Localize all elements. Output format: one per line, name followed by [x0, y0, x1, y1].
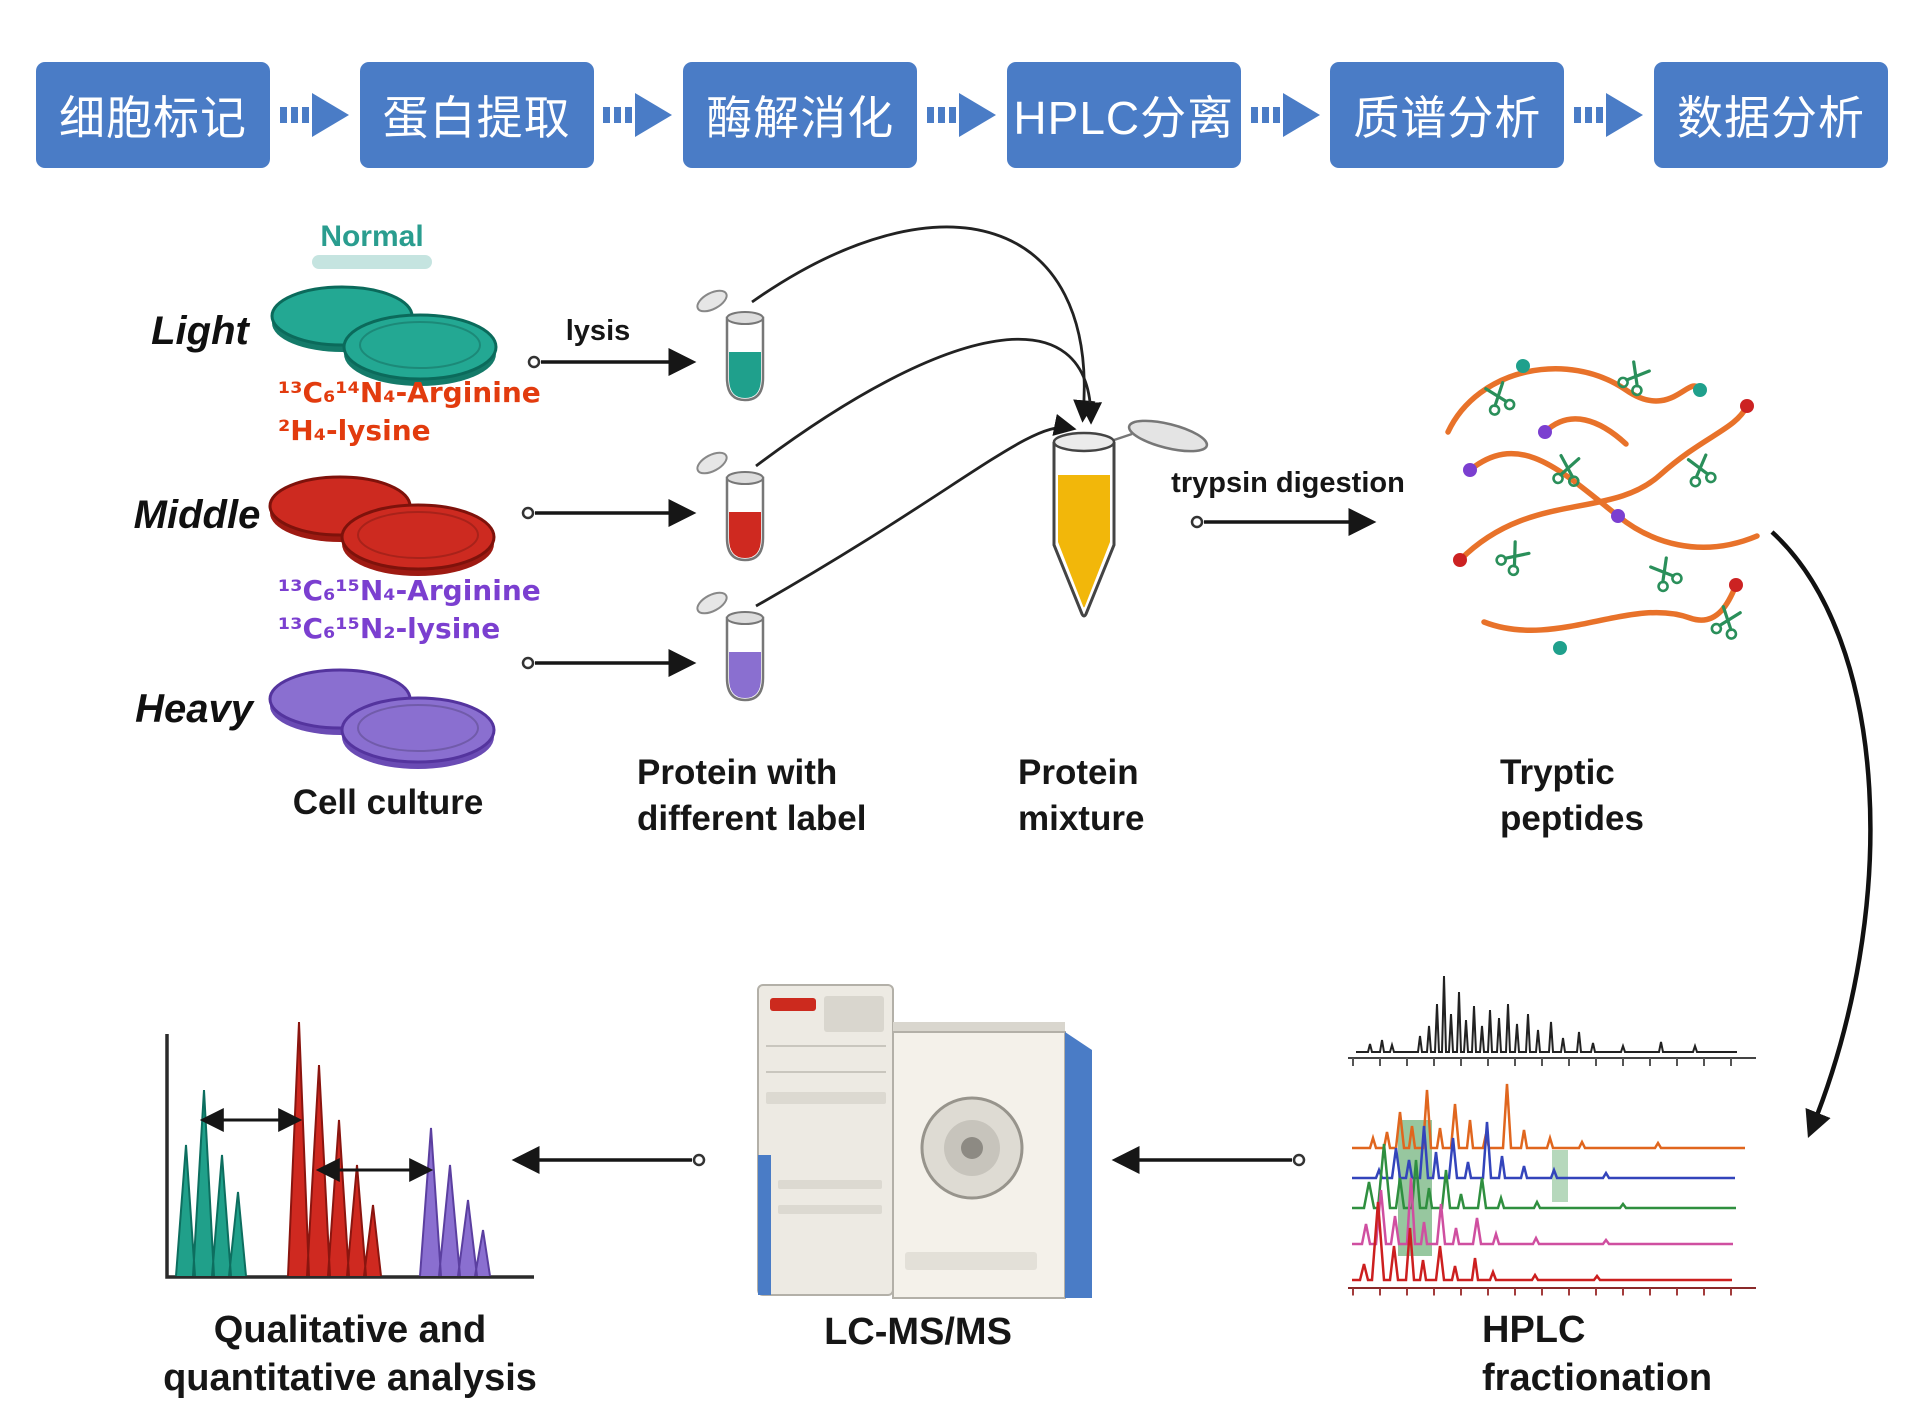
analysis-label-line1: Qualitative and [214, 1309, 486, 1351]
flow-step-hplc-separation: HPLC分离 [1006, 62, 1241, 168]
peptide-dot-red [1729, 578, 1743, 592]
flow-step-digestion: 酶解消化 [683, 62, 918, 168]
peptide-dot-purple [1538, 425, 1552, 439]
axis [165, 1034, 534, 1279]
hplc-label-line2: fractionation [1482, 1357, 1712, 1399]
heavy-protein-tube [696, 591, 765, 702]
peptide-dot-purple [1611, 509, 1625, 523]
heavy-reagent-line2: ¹³C₆¹⁵N₂-lysine [278, 612, 500, 645]
flow-arrow-icon [1574, 93, 1644, 137]
arrow-tail-dot [521, 506, 535, 520]
peptide-dot-red [1453, 553, 1467, 567]
scissors-icon [1683, 452, 1718, 489]
trace-red [1352, 1201, 1732, 1282]
lc-msms-instrument-illustration [757, 984, 1092, 1299]
protein-mixture-tube [1052, 419, 1209, 618]
pool-arrow-heavy [755, 413, 1077, 608]
flow-step-ms-analysis: 质谱分析 [1330, 62, 1565, 168]
light-cell-dish [270, 285, 498, 386]
protein-label-line2: different label [637, 799, 866, 838]
tryptic-peptides-illustration [1445, 358, 1760, 655]
peptide-dot-green [1693, 383, 1707, 397]
light-peaks [175, 1089, 247, 1277]
peptide-dot-red [1740, 399, 1754, 413]
pool-arrow-middle [755, 337, 1103, 468]
tic-trace-black [1356, 975, 1737, 1053]
normal-label: Normal [320, 220, 423, 253]
scissors-icon [1615, 358, 1654, 399]
light-protein-tube [696, 289, 765, 402]
quantitative-spectrum-chart [165, 1021, 534, 1279]
lcmsms-label: LC-MS/MS [824, 1311, 1012, 1353]
peptide-dot-green [1553, 641, 1567, 655]
scissors-icon [1709, 603, 1746, 642]
flow-step-cell-labeling: 细胞标记 [36, 62, 270, 168]
heavy-cell-dish [268, 668, 496, 769]
flow-arrow-icon [1250, 93, 1320, 137]
peptides-to-hplc-arrow [1770, 530, 1873, 1139]
trace-orange [1352, 1083, 1745, 1150]
arrow-tail-dot [521, 656, 535, 670]
analysis-label-line2: quantitative analysis [163, 1357, 537, 1399]
trace-magenta [1352, 1177, 1733, 1246]
middle-label: Middle [134, 493, 261, 537]
flow-arrow-icon [603, 93, 673, 137]
heavy-reagent-line1: ¹³C₆¹⁵N₄-Arginine [278, 574, 541, 607]
arrow-tail-dot [692, 1153, 706, 1167]
trace-blue [1352, 1121, 1735, 1180]
hplc-fractionation-chromatograms [1348, 975, 1756, 1296]
pool-arrow-light [751, 225, 1096, 423]
arrow-tail-dot [1292, 1153, 1306, 1167]
arrow-tail-dot [527, 355, 541, 369]
process-flowchart: 细胞标记 蛋白提取 酶解消化 HPLC分离 质谱分析 数据分析 [36, 62, 1888, 168]
middle-protein-tube [696, 451, 765, 562]
flow-step-protein-extraction: 蛋白提取 [359, 62, 594, 168]
protein-mixture-line1: Protein [1018, 753, 1139, 792]
trypsin-digestion-label: trypsin digestion [1171, 467, 1405, 499]
flow-arrow-icon [279, 93, 349, 137]
tryptic-peptides-line2: peptides [1500, 799, 1644, 838]
protein-mixture-line2: mixture [1018, 799, 1144, 838]
flow-step-data-analysis: 数据分析 [1653, 62, 1888, 168]
light-reagent-line2: ²H₄-lysine [278, 414, 431, 447]
peptide-dot-purple [1463, 463, 1477, 477]
middle-cell-dish [268, 475, 496, 576]
light-label: Light [151, 309, 250, 353]
trace-green [1352, 1143, 1736, 1210]
hplc-label-line1: HPLC [1482, 1309, 1585, 1351]
arrow-tail-dot [1190, 515, 1204, 529]
light-reagent-line1: ¹³C₆¹⁴N₄-Arginine [278, 376, 541, 409]
instrument-logo [770, 998, 816, 1011]
scissors-icon [1646, 554, 1685, 595]
cell-culture-label: Cell culture [293, 783, 484, 822]
fraction-highlight [1552, 1150, 1568, 1202]
flow-arrow-icon [926, 93, 996, 137]
heavy-peaks [419, 1127, 491, 1277]
peptide-dot-green [1516, 359, 1530, 373]
lysis-label: lysis [566, 315, 631, 347]
scissors-icon [1493, 537, 1534, 579]
middle-peaks [287, 1021, 382, 1277]
redacted-text [312, 255, 432, 269]
heavy-label: Heavy [135, 687, 255, 731]
tryptic-peptides-line1: Tryptic [1500, 753, 1615, 792]
protein-label-line1: Protein with [637, 753, 837, 792]
